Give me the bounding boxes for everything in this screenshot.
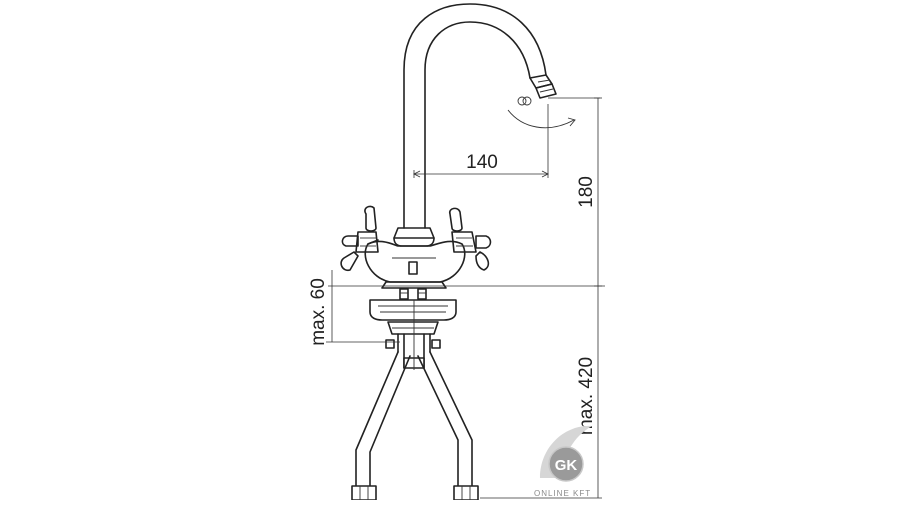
faucet-body	[364, 227, 466, 289]
dimension-lines	[326, 97, 605, 499]
watermark-logo: GK ONLINE KFT	[534, 425, 592, 498]
supply-hoses	[351, 351, 479, 501]
max-hose-length-label: max. 420	[576, 357, 597, 435]
right-cross-handle	[448, 207, 492, 271]
watermark-caption: ONLINE KFT	[534, 489, 591, 498]
gk-logo-badge	[549, 447, 583, 481]
max-deck-thickness-label: max. 60	[308, 278, 329, 346]
swivel-indicator	[507, 96, 576, 129]
spout-reach-label: 140	[466, 152, 498, 173]
deck-mounting	[369, 288, 457, 370]
spout-height-label: 180	[576, 176, 597, 208]
gooseneck-spout	[403, 3, 557, 229]
left-cross-handle	[340, 205, 379, 272]
gk-logo-letters: GK	[555, 457, 578, 474]
